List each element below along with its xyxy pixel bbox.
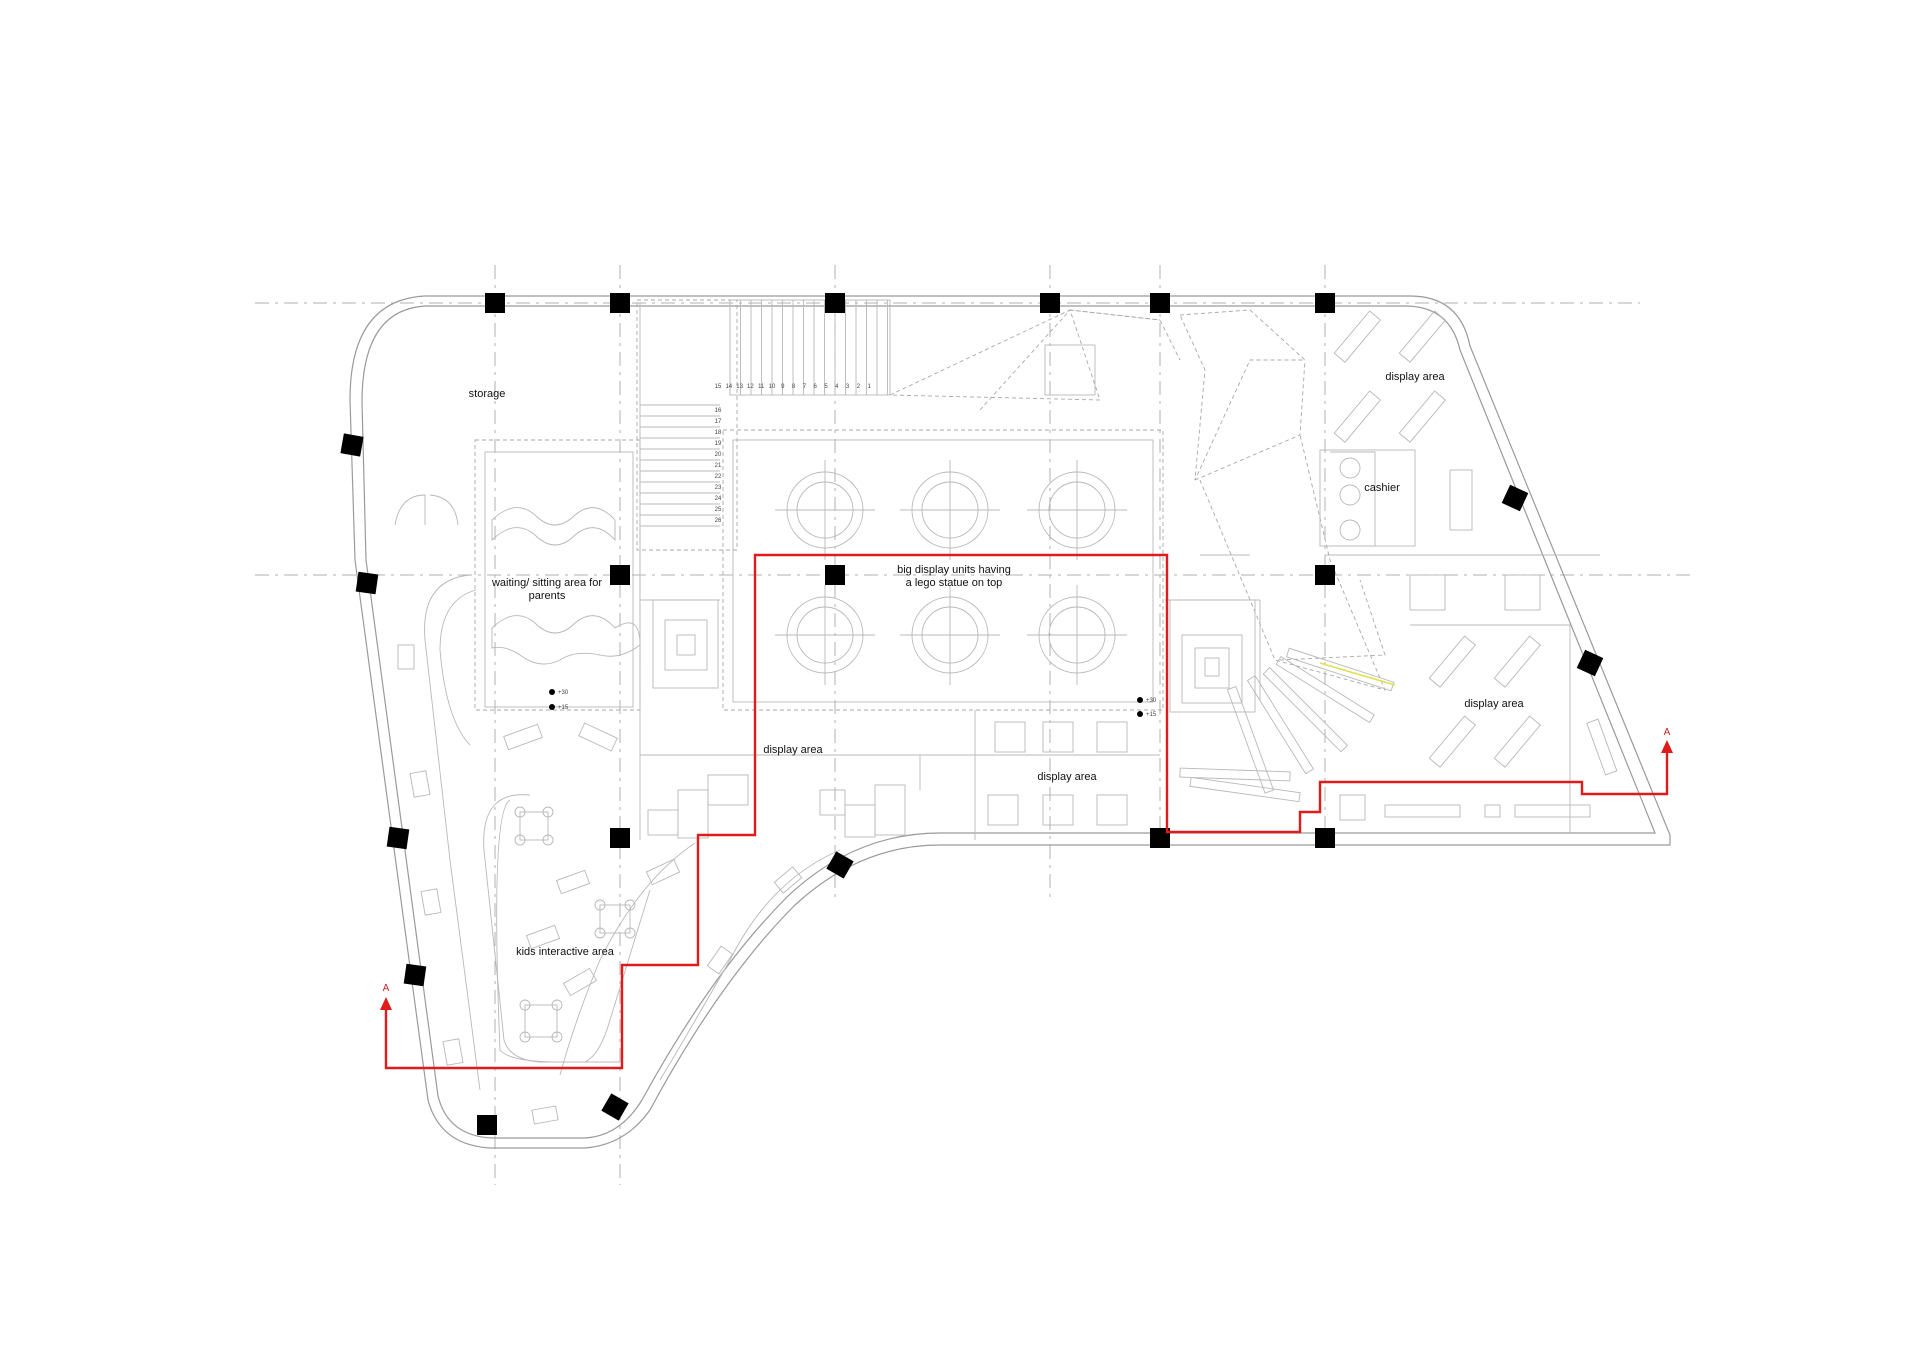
column <box>601 1093 629 1121</box>
stair-number: 19 <box>715 441 722 447</box>
stair-number: 8 <box>792 384 796 390</box>
stair-number: 1 <box>868 384 872 390</box>
stair-number: 21 <box>715 463 722 469</box>
column <box>1040 293 1060 313</box>
stair-number: 16 <box>715 408 722 414</box>
column <box>825 565 845 585</box>
stair-number: 2 <box>857 384 861 390</box>
stair-number: 25 <box>715 507 722 513</box>
stair-number: 6 <box>814 384 818 390</box>
label-display-area-center: display area <box>1037 771 1097 783</box>
room-labels: storage waiting/ sitting area for parent… <box>469 371 1525 958</box>
column <box>1501 484 1529 512</box>
level-label: +30 <box>558 690 569 696</box>
stair-number: 20 <box>715 452 722 458</box>
column <box>340 433 364 457</box>
label-kids-interactive-area: kids interactive area <box>516 946 615 958</box>
stair-number: 23 <box>715 485 722 491</box>
small-display-tables <box>647 469 1618 839</box>
stair-number: 18 <box>715 430 722 436</box>
label-waiting-line2: parents <box>529 590 566 602</box>
stair-number: 3 <box>846 384 850 390</box>
grid-lines <box>255 265 1690 1185</box>
column <box>386 826 410 850</box>
stair-number: 22 <box>715 474 722 480</box>
stair-number: 15 <box>715 384 722 390</box>
label-cashier: cashier <box>1364 482 1400 494</box>
label-display-area-right: display area <box>1464 698 1524 710</box>
column <box>1576 649 1604 677</box>
section-marker-right: A <box>1664 727 1671 738</box>
stair-number: 17 <box>715 419 722 425</box>
column <box>610 293 630 313</box>
label-display-area-top-right: display area <box>1385 371 1445 383</box>
column <box>485 293 505 313</box>
stair-number: 4 <box>835 384 839 390</box>
stair-number: 11 <box>758 384 765 390</box>
column <box>1150 293 1170 313</box>
level-label: +15 <box>1146 712 1157 718</box>
column <box>610 565 630 585</box>
level-markers: +30 +15 +30 +15 <box>549 689 1157 718</box>
stair-number: 14 <box>725 384 732 390</box>
column <box>355 571 379 595</box>
angled-benches <box>1179 310 1541 803</box>
kids-furniture <box>496 722 681 1063</box>
level-label: +15 <box>558 705 569 711</box>
label-display-area-left: display area <box>763 744 823 756</box>
stair-number: 9 <box>781 384 785 390</box>
parking-symbols <box>397 644 803 1125</box>
label-storage: storage <box>469 388 506 400</box>
column <box>826 851 854 879</box>
label-big-display-line1: big display units having <box>897 564 1011 576</box>
column <box>1315 565 1335 585</box>
stair-number: 10 <box>769 384 776 390</box>
stair-number: 7 <box>803 384 807 390</box>
column <box>403 963 427 987</box>
section-cut-line <box>380 553 1673 1070</box>
section-marker-left: A <box>383 983 390 994</box>
column <box>1315 293 1335 313</box>
column <box>1150 828 1170 848</box>
stair-number: 12 <box>747 384 754 390</box>
square-plinths <box>652 599 1256 713</box>
column <box>1315 828 1335 848</box>
label-waiting-line1: waiting/ sitting area for <box>491 577 602 589</box>
stair-number: 24 <box>715 496 722 502</box>
waiting-sofas <box>491 507 641 665</box>
level-label: +30 <box>1146 698 1157 704</box>
big-display-units <box>775 460 1127 685</box>
stair-number: 5 <box>824 384 828 390</box>
partitions <box>394 303 1600 840</box>
stair-number: 26 <box>715 518 722 524</box>
cashier-counter <box>1330 451 1376 547</box>
faceted-canopy <box>889 309 1386 691</box>
structural-columns <box>340 293 1604 1135</box>
column <box>477 1115 497 1135</box>
column <box>610 828 630 848</box>
stair-number: 13 <box>736 384 743 390</box>
label-big-display-line2: a lego statue on top <box>906 577 1003 589</box>
column <box>825 293 845 313</box>
